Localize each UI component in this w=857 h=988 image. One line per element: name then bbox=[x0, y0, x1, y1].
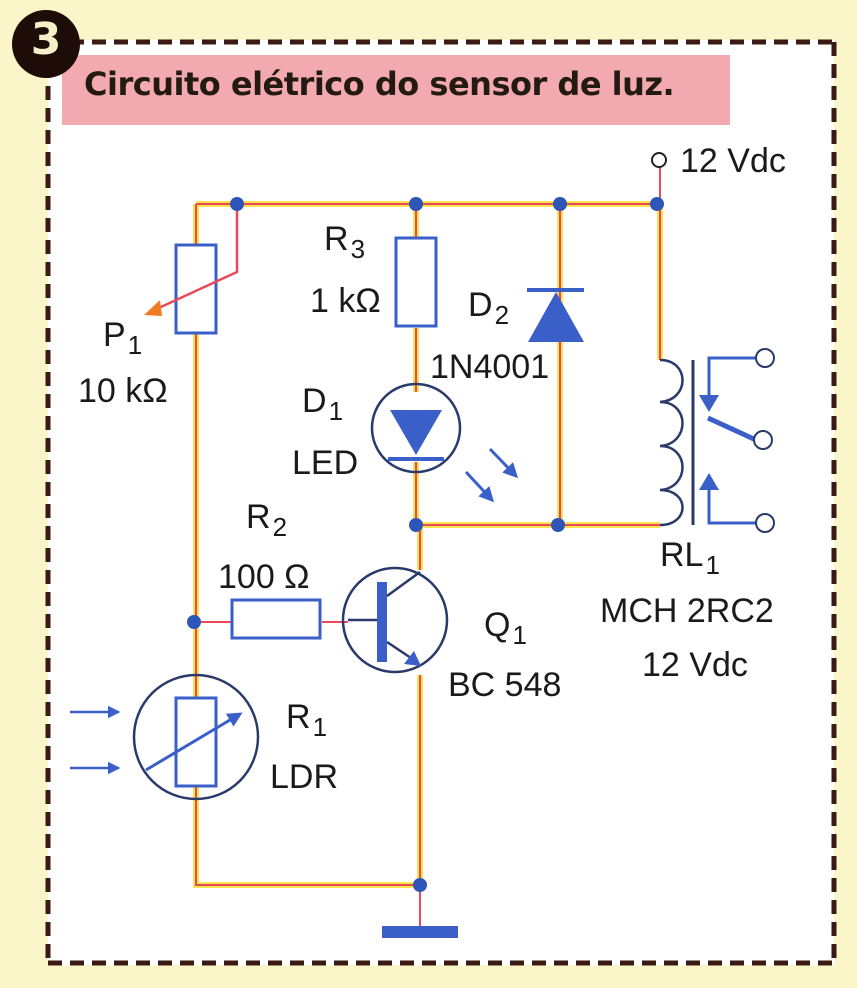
d2-value: 1N4001 bbox=[430, 348, 550, 386]
r1-designator: R1 bbox=[286, 698, 327, 740]
d2-letter: D bbox=[468, 286, 493, 324]
rl1-value: MCH 2RC2 bbox=[600, 592, 774, 630]
junction-dot bbox=[187, 615, 201, 629]
d2-designator: D2 bbox=[468, 286, 509, 328]
d1-led bbox=[370, 382, 519, 503]
relay-terminal-nc bbox=[755, 348, 775, 368]
led-light-arrow bbox=[464, 470, 495, 503]
panel-background bbox=[48, 40, 834, 965]
r1-letter: R bbox=[286, 698, 311, 736]
r1-index: 1 bbox=[312, 712, 328, 742]
p1-designator: P1 bbox=[103, 316, 142, 358]
junction-dots bbox=[187, 197, 664, 892]
junction-dot bbox=[551, 518, 565, 532]
ground-symbol bbox=[382, 926, 458, 938]
r2-index: 2 bbox=[272, 512, 288, 542]
rl1-letter: RL bbox=[660, 536, 704, 574]
r3-designator: R3 bbox=[324, 220, 365, 262]
q1-transistor bbox=[341, 566, 449, 674]
p1-index: 1 bbox=[127, 330, 143, 360]
d2-diode bbox=[527, 288, 584, 342]
led-light-arrow bbox=[488, 447, 519, 479]
r2-value: 100 Ω bbox=[218, 558, 310, 596]
rl1-rating: 12 Vdc bbox=[642, 646, 748, 684]
d1-designator: D1 bbox=[302, 382, 343, 424]
junction-dot bbox=[553, 197, 567, 211]
wire-led-collector bbox=[415, 462, 660, 526]
r3-resistor bbox=[394, 236, 438, 328]
rl1-designator: RL1 bbox=[660, 536, 720, 578]
junction-dot bbox=[409, 197, 423, 211]
d1-index: 1 bbox=[328, 396, 344, 426]
title-band: Circuito elétrico do sensor de luz. bbox=[62, 55, 730, 125]
q1-letter: Q bbox=[484, 606, 511, 644]
q1-value: BC 548 bbox=[448, 666, 562, 704]
junction-dot bbox=[230, 197, 244, 211]
supply-terminal bbox=[651, 152, 667, 168]
figure-number-badge: 3 bbox=[12, 10, 80, 78]
q1-designator: Q1 bbox=[484, 606, 527, 648]
r2-resistor bbox=[230, 598, 322, 640]
relay-terminal-no bbox=[755, 513, 775, 533]
supply-label: 12 Vdc bbox=[680, 142, 786, 180]
rl1-index: 1 bbox=[705, 550, 720, 580]
relay-terminal-com bbox=[753, 430, 773, 450]
figure-title: Circuito elétrico do sensor de luz. bbox=[84, 65, 675, 103]
r3-index: 3 bbox=[350, 234, 366, 264]
d1-value: LED bbox=[292, 444, 359, 482]
p1-letter: P bbox=[103, 316, 126, 354]
d1-letter: D bbox=[302, 382, 327, 420]
q1-index: 1 bbox=[512, 620, 527, 650]
p1-potentiometer bbox=[144, 204, 239, 335]
figure-number: 3 bbox=[30, 14, 62, 65]
r1-ldr bbox=[70, 673, 260, 801]
r2-designator: R2 bbox=[246, 498, 287, 540]
r3-letter: R bbox=[324, 220, 349, 258]
junction-dot bbox=[409, 518, 423, 532]
junction-dot bbox=[650, 197, 664, 211]
p1-value: 10 kΩ bbox=[78, 372, 168, 410]
r1-value: LDR bbox=[270, 758, 339, 796]
r3-value: 1 kΩ bbox=[310, 282, 381, 320]
wire-left-rail bbox=[195, 332, 420, 886]
rl1-relay bbox=[659, 348, 775, 533]
d2-index: 2 bbox=[494, 300, 510, 330]
r2-letter: R bbox=[246, 498, 271, 536]
junction-dot bbox=[413, 878, 427, 892]
relay-coil bbox=[659, 358, 684, 527]
